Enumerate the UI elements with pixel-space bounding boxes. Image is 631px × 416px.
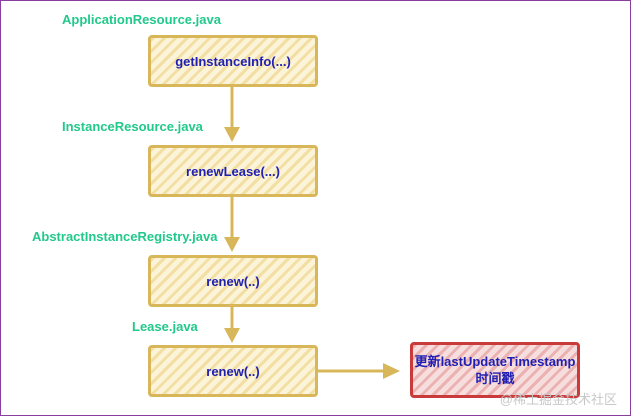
label-application-resource: ApplicationResource.java [62, 12, 221, 27]
box-registry-renew: renew(..) [148, 255, 318, 307]
box-update-timestamp: 更新lastUpdateTimestamp 时间戳 [410, 342, 580, 398]
label-instance-resource: InstanceResource.java [62, 119, 203, 134]
arrow-2 [224, 196, 240, 252]
update-timestamp-line2: 时间戳 [475, 371, 515, 386]
box-renew-lease: renewLease(...) [148, 145, 318, 197]
box-lease-renew: renew(..) [148, 345, 318, 397]
arrow-4 [318, 363, 400, 379]
watermark: @稀土掘金技术社区 [499, 392, 617, 407]
label-lease: Lease.java [132, 319, 198, 334]
label-abstract-instance-registry: AbstractInstanceRegistry.java [32, 229, 218, 244]
update-timestamp-line1: 更新lastUpdateTimestamp [414, 354, 576, 369]
arrow-3 [224, 306, 240, 343]
arrow-1 [224, 86, 240, 142]
box-get-instance-info: getInstanceInfo(...) [148, 35, 318, 87]
